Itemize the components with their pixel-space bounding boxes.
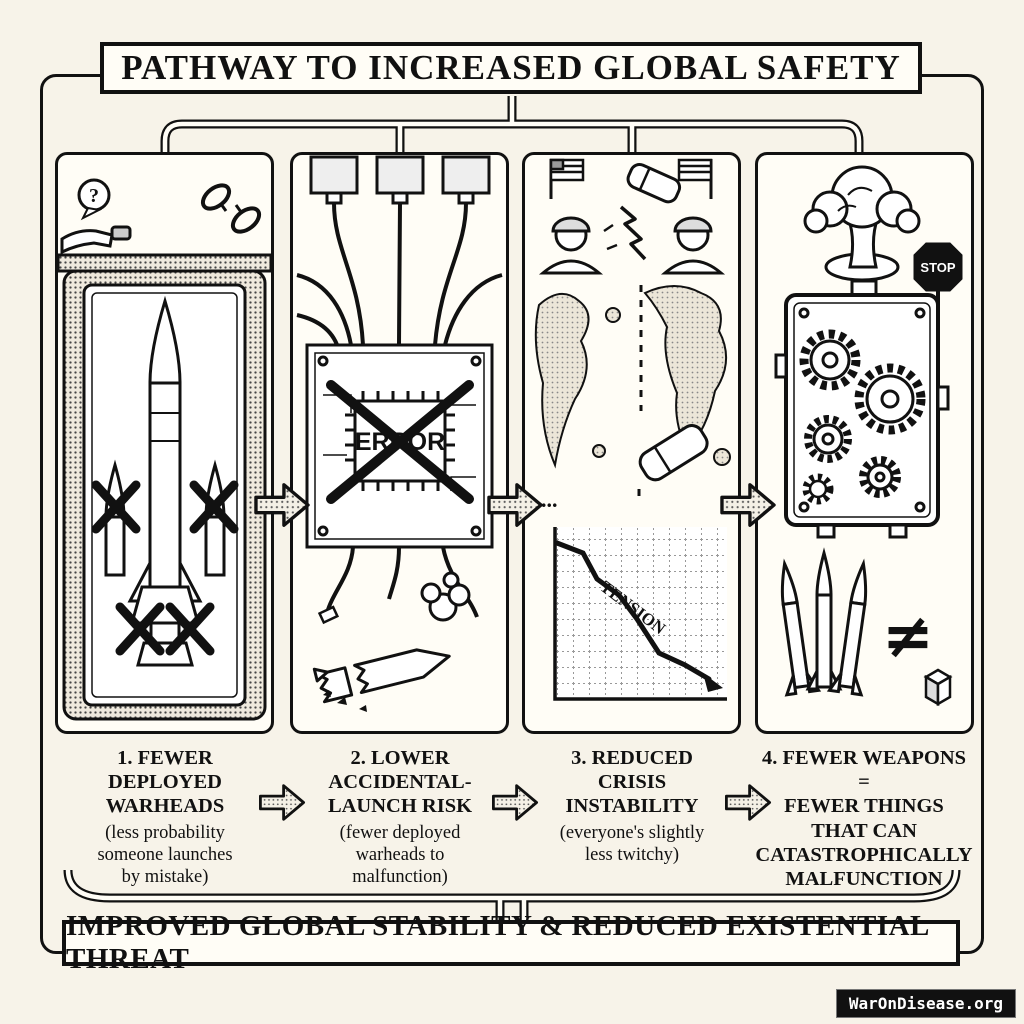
panel-1-fewer-deployed-warheads: ? [55, 152, 274, 734]
caption-panel-1: 1. FEWER DEPLOYED WARHEADS (less probabi… [55, 746, 275, 888]
soldier-right-icon [660, 216, 726, 275]
mushroom-cloud-icon [803, 165, 921, 282]
center-missile-icon [127, 295, 203, 667]
wire-plug [317, 605, 340, 625]
missile-silo-illustration: ? [58, 178, 271, 721]
hand-pressing-button-icon [60, 225, 132, 255]
question-mark-label: ? [89, 185, 99, 207]
crisis-map-illustration: ... TENSION [534, 158, 731, 701]
eraser-on-map-icon [638, 424, 709, 482]
arrow-caption-1-to-2 [258, 780, 306, 825]
circuit-board-icon: ERROR [305, 343, 494, 549]
caption-title-2: 2. LOWER ACCIDENTAL- LAUNCH RISK [327, 747, 473, 818]
lightning-icon [603, 205, 647, 261]
panel-2-lower-accidental-launch-risk: ERROR [290, 152, 509, 734]
error-x-mark [326, 380, 474, 504]
stop-sign-icon: STOP [913, 242, 963, 313]
stop-label: STOP [920, 260, 955, 275]
erased-line-ellipsis: ... [541, 487, 558, 512]
broken-chain-icon [200, 183, 262, 234]
caption-note-1: (less probability someone launches by mi… [97, 822, 233, 887]
top-modules [309, 155, 491, 205]
arrow-caption-3-to-4 [724, 780, 772, 825]
question-bubble-icon: ? [77, 178, 111, 221]
wires [296, 202, 503, 352]
page-title: PATHWAY TO INCREASED GLOBAL SAFETY [121, 48, 901, 87]
panel-4-fewer-weapons: STOP [755, 152, 974, 734]
soldier-left-icon [538, 216, 604, 275]
arrow-panel-2-to-3 [486, 478, 544, 532]
gears-machine-icon [774, 279, 950, 539]
caption-panel-4: 4. FEWER WEAPONS = FEWER THINGS THAT CAN… [750, 746, 978, 891]
title-banner: PATHWAY TO INCREASED GLOBAL SAFETY [100, 42, 922, 94]
ground-strip [58, 253, 271, 273]
caption-title-3: 3. REDUCED CRISIS INSTABILITY [565, 747, 699, 818]
caption-title-4: 4. FEWER WEAPONS = FEWER THINGS THAT CAN… [755, 747, 973, 890]
missiles-icon [780, 547, 868, 697]
caption-panel-3: 3. REDUCED CRISIS INSTABILITY (everyone'… [518, 746, 746, 866]
broken-missile-icon [312, 648, 451, 704]
malfunction-machine-illustration: STOP [774, 165, 963, 707]
border-dashed-line [637, 285, 643, 503]
circuit-board-illustration: ERROR [296, 155, 503, 712]
caption-panel-2: 2. LOWER ACCIDENTAL- LAUNCH RISK (fewer … [290, 746, 510, 888]
tension-graph-icon: TENSION [553, 527, 727, 701]
arrow-panel-1-to-2 [253, 478, 311, 532]
flag-left-icon [549, 158, 585, 199]
arrow-caption-2-to-3 [491, 780, 539, 825]
footer-banner: IMPROVED GLOBAL STABILITY & REDUCED EXIS… [62, 910, 960, 975]
debris [323, 690, 367, 712]
caption-title-1: 1. FEWER DEPLOYED WARHEADS [105, 747, 225, 818]
world-map-icon [534, 285, 731, 469]
arrow-panel-3-to-4 [719, 478, 777, 532]
panel-3-reduced-crisis-instability: ... TENSION [522, 152, 741, 734]
footer-text: IMPROVED GLOBAL STABILITY & REDUCED EXIS… [66, 910, 929, 975]
smoke-puffs [420, 571, 471, 622]
crossed-out-x-marks [91, 480, 239, 656]
cube-icon [923, 668, 953, 707]
caption-note-3: (everyone's slightly less twitchy) [559, 822, 705, 865]
caption-note-2: (fewer deployed warheads to malfunction) [339, 822, 461, 887]
eraser-top-icon [626, 163, 682, 204]
watermark: WarOnDisease.org [835, 989, 1016, 1018]
flag-right-icon [677, 158, 713, 199]
not-equal-symbol: ≠ [882, 599, 934, 672]
